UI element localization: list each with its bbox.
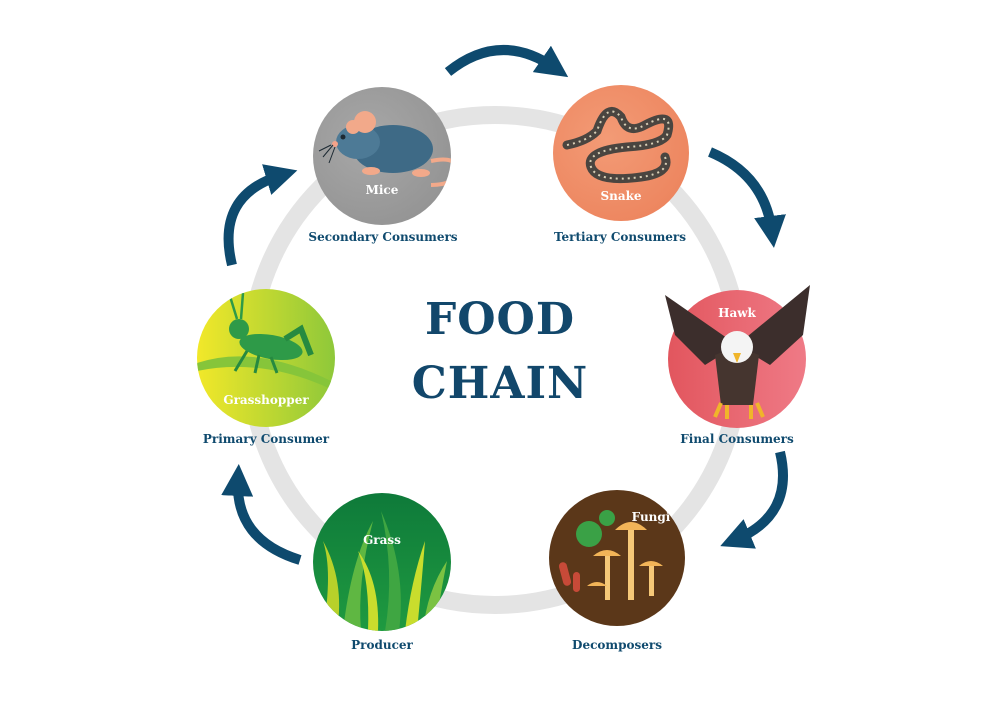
node-mice: Mice — [313, 87, 451, 225]
arrow-hawk-to-fungi — [720, 450, 788, 549]
caption-primary-consumer: Primary Consumer — [202, 432, 330, 446]
arrow-mice-to-snake — [444, 45, 569, 78]
mushroom-icon — [558, 510, 663, 600]
arrow-grass-to-grasshopper — [221, 464, 302, 565]
caption-producer: Producer — [351, 638, 413, 652]
mouse-icon — [318, 111, 451, 187]
title-line-2: CHAIN — [411, 358, 589, 409]
node-label-snake: Snake — [600, 189, 642, 203]
node-label-grass: Grass — [363, 533, 401, 547]
snake-icon — [562, 107, 674, 184]
hawk-icon — [665, 285, 810, 419]
node-fungi: Fungi — [549, 490, 685, 626]
caption-final-consumers: Final Consumers — [680, 432, 794, 446]
arrow-snake-to-hawk — [708, 147, 786, 248]
node-label-hawk: Hawk — [718, 306, 756, 320]
node-label-fungi: Fungi — [631, 510, 671, 524]
caption-secondary-consumers: Secondary Consumers — [308, 230, 458, 244]
caption-tertiary-consumers: Tertiary Consumers — [553, 230, 687, 244]
grasshopper-icon — [197, 292, 335, 391]
node-snake: Snake — [553, 85, 689, 221]
caption-decomposers: Decomposers — [572, 638, 662, 652]
arrow-grasshopper-to-mice — [223, 164, 298, 267]
node-grasshopper: Grasshopper — [197, 289, 335, 427]
grass-icon — [323, 511, 447, 631]
title-line-1: FOOD — [424, 294, 576, 345]
node-label-grasshopper: Grasshopper — [223, 393, 309, 407]
node-grass: Grass — [313, 493, 451, 631]
node-label-mice: Mice — [365, 183, 399, 197]
